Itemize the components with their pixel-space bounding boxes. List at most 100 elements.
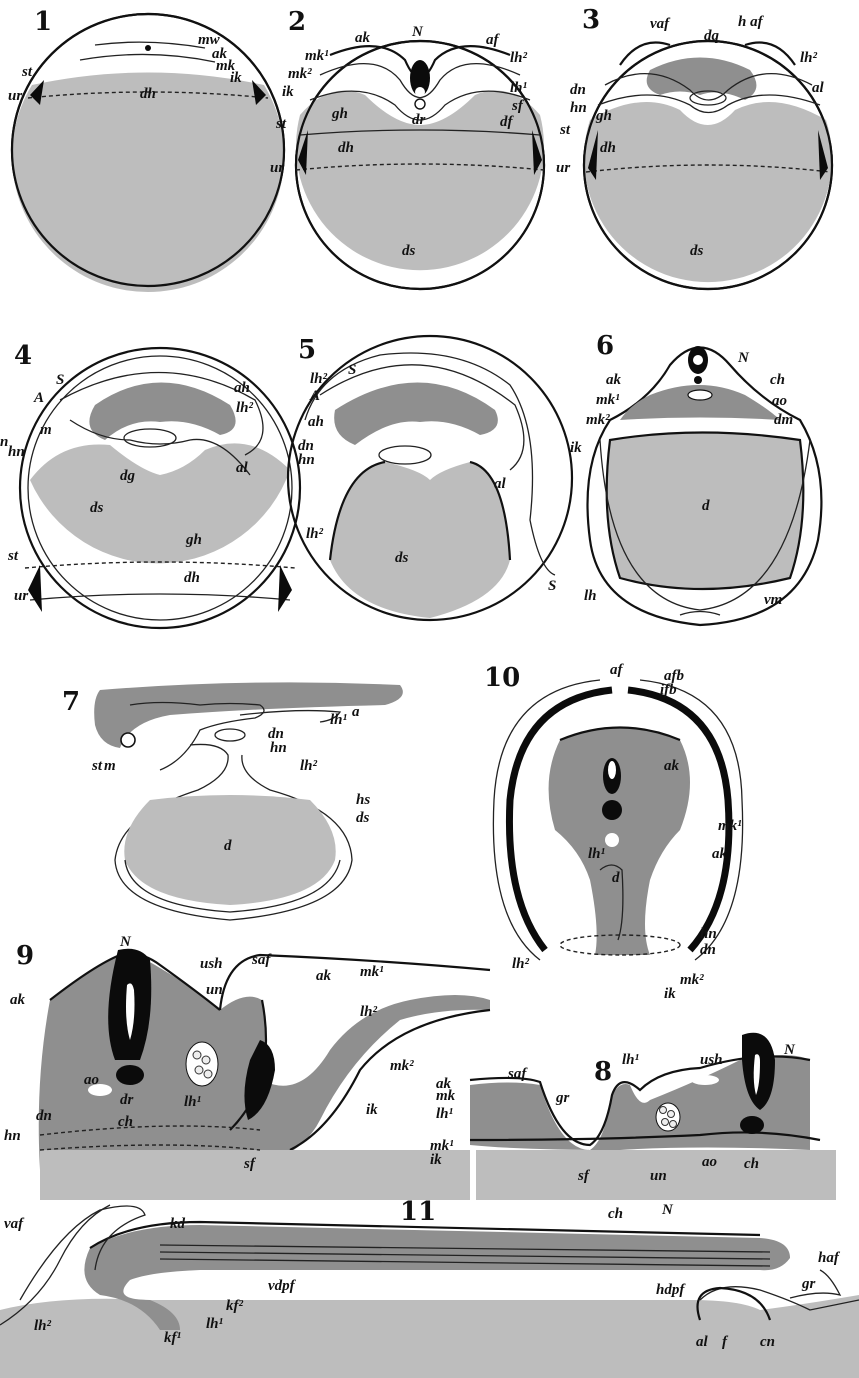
label: dg — [120, 468, 136, 484]
label: ah — [308, 414, 324, 430]
label: gr — [801, 1276, 816, 1292]
label: hn — [298, 452, 315, 468]
label: un — [650, 1168, 667, 1184]
label: st — [275, 116, 287, 132]
label: hs — [356, 792, 370, 808]
label: ak — [664, 758, 680, 774]
label: hdpf — [656, 1282, 686, 1298]
label: dq — [704, 28, 720, 44]
label: ak — [355, 30, 371, 46]
label: m — [104, 758, 116, 774]
figure-number: 11 — [400, 1197, 436, 1227]
label: a — [352, 704, 360, 720]
label: dh — [184, 570, 200, 586]
label: al — [812, 80, 825, 96]
label: lh² — [34, 1318, 52, 1334]
label: lh² — [800, 50, 818, 66]
label: df — [500, 114, 515, 130]
label: ch — [770, 372, 785, 388]
label: lh² — [310, 371, 328, 387]
label: dh — [600, 140, 616, 156]
label: ik — [664, 986, 676, 1002]
figure-number: 6 — [596, 331, 614, 361]
label: st — [559, 122, 571, 138]
label: lh¹ — [206, 1316, 223, 1332]
label: al — [696, 1334, 709, 1350]
label: dn — [36, 1108, 52, 1124]
label: mk² — [680, 972, 704, 988]
label: lh¹ — [330, 712, 347, 728]
label: d — [224, 838, 232, 854]
label: ao — [702, 1154, 717, 1170]
label: ao — [84, 1072, 99, 1088]
label: dn — [700, 942, 716, 958]
label: af — [486, 32, 501, 48]
label: vaf — [650, 16, 671, 32]
figure-number: 5 — [298, 335, 316, 365]
label: ur — [270, 160, 284, 176]
figure-6: 6 N ak ch mk¹ ao mk² dm ik d lh vm — [570, 331, 821, 625]
label: gr — [555, 1090, 570, 1106]
label: dr — [120, 1092, 134, 1108]
label: vdpf — [268, 1278, 297, 1294]
label: dn — [570, 82, 586, 98]
label: N — [411, 24, 424, 40]
label: N — [661, 1202, 674, 1218]
label: ur — [556, 160, 570, 176]
label: gh — [331, 106, 348, 122]
label: gh — [185, 532, 202, 548]
label: ds — [690, 243, 704, 259]
label: al — [494, 476, 507, 492]
label: hn — [8, 444, 25, 460]
figure-number: 8 — [594, 1057, 612, 1087]
label: h af — [738, 14, 765, 30]
label: kd — [170, 1216, 186, 1232]
label: mk¹ — [596, 392, 620, 408]
label: kf¹ — [164, 1330, 181, 1346]
label: cn — [760, 1334, 775, 1350]
label: ur — [14, 588, 28, 604]
label: lh¹ — [436, 1106, 453, 1122]
figure-number: 10 — [484, 663, 520, 693]
label: ush — [200, 956, 223, 972]
label: ik — [430, 1152, 442, 1168]
label: mk¹ — [305, 48, 329, 64]
figure-number: 3 — [582, 5, 600, 35]
label: ik — [282, 84, 294, 100]
figure-number: 9 — [16, 941, 34, 971]
figure-number: 4 — [14, 341, 32, 371]
label: ds — [402, 243, 416, 259]
figure-number: 2 — [288, 7, 306, 37]
label: af — [610, 662, 625, 678]
label: sf — [243, 1156, 257, 1172]
figure-number: 1 — [34, 7, 52, 37]
figure-8: 8 saf lh¹ ush N ak mk gr lh¹ mk¹ ik sf u… — [430, 1033, 836, 1200]
label: un — [206, 982, 223, 998]
figure-2: 2 ak N af lh² mk¹ mk² lh¹ ik sf st gh dr… — [270, 7, 544, 289]
label: lh² — [360, 1004, 378, 1020]
label: vaf — [4, 1216, 25, 1232]
label: ds — [90, 500, 104, 516]
label: dh — [140, 86, 156, 102]
label: ush — [700, 1052, 723, 1068]
figure-5: 5 lh² S A ah dn hn al lh² ds S — [288, 335, 572, 620]
label: d — [612, 870, 620, 886]
label: S — [548, 578, 556, 594]
label: ur — [8, 88, 22, 104]
label: ik — [570, 440, 582, 456]
figure-10: 10 af afb ifb ak mk¹ lh¹ d ak hn dn lh² … — [484, 662, 743, 1002]
label: sf — [577, 1168, 591, 1184]
figure-7: 7 m lh¹ a dn hn st lh² hs d ds — [62, 682, 403, 920]
figure-3: 3 vaf h af dq lh² dn al hn gh st dh ur d… — [556, 5, 832, 289]
label: ch — [118, 1114, 133, 1130]
label: lh¹ — [622, 1052, 639, 1068]
label: lh¹ — [510, 80, 527, 96]
label: saf — [507, 1066, 528, 1082]
label: gh — [595, 108, 612, 124]
label: hn — [570, 100, 587, 116]
label: N — [737, 350, 750, 366]
label: mk¹ — [718, 818, 742, 834]
label: hn — [270, 740, 287, 756]
label: d — [702, 498, 710, 514]
label: dm — [774, 412, 793, 428]
